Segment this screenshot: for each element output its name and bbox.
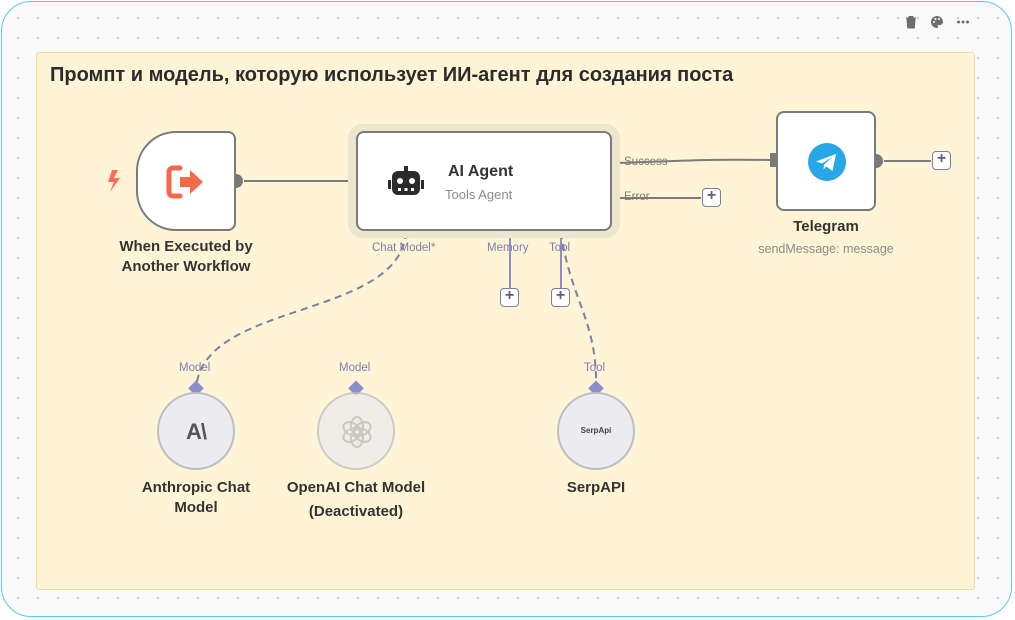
success-output-label: Success [624, 156, 668, 168]
error-output-label: Error [624, 191, 650, 203]
serpapi-port-label: Tool [584, 362, 606, 374]
more-icon[interactable] [955, 15, 971, 31]
connection-success-telegram [611, 158, 771, 164]
sign-out-icon [166, 165, 203, 199]
agent-node[interactable]: AI Agent Tools Agent [356, 131, 612, 231]
serpapi-node[interactable]: SerpApi [557, 392, 635, 470]
memory-port-label: Memory [487, 242, 529, 254]
sticky-title: Промпт и модель, которую использует ИИ-а… [50, 64, 734, 86]
robot-icon [388, 166, 424, 195]
tool-port-label: Tool [549, 242, 571, 254]
serpapi-logo: SerpApi [580, 426, 612, 435]
telegram-label: Telegram [793, 218, 859, 235]
palette-icon[interactable] [929, 15, 945, 31]
anthropic-logo: A\ [186, 419, 207, 444]
openai-label: OpenAI Chat Model (Deactivated) [286, 479, 426, 520]
chat-model-port-label: Chat Model* [372, 242, 436, 254]
anthropic-port-label: Model [179, 362, 211, 374]
add-tool-button[interactable]: + [551, 288, 570, 307]
openai-node[interactable] [317, 392, 395, 470]
add-memory-button[interactable]: + [500, 288, 519, 307]
trigger-node-label: When Executed by Another Workflow [119, 238, 253, 275]
openai-icon [342, 416, 372, 448]
connection-chatmodel-anthropic [195, 231, 407, 391]
anthropic-label: Anthropic Chat Model [141, 479, 251, 516]
agent-title: AI Agent [448, 163, 514, 180]
agent-subtitle: Tools Agent [445, 187, 513, 202]
add-error-node-button[interactable]: + [702, 188, 721, 207]
sticky-toolbar [903, 15, 971, 31]
bolt-icon [108, 170, 120, 192]
add-after-telegram-button[interactable]: + [932, 151, 951, 170]
serpapi-label: SerpAPI [566, 479, 626, 496]
telegram-subtitle: sendMessage: message [758, 242, 894, 256]
telegram-input-port [770, 153, 778, 167]
openai-port-label: Model [339, 362, 371, 374]
trash-icon[interactable] [903, 15, 919, 31]
trigger-node[interactable] [136, 131, 236, 231]
telegram-node[interactable] [776, 111, 876, 211]
anthropic-node[interactable]: A\ [157, 392, 235, 470]
telegram-icon [808, 143, 846, 181]
